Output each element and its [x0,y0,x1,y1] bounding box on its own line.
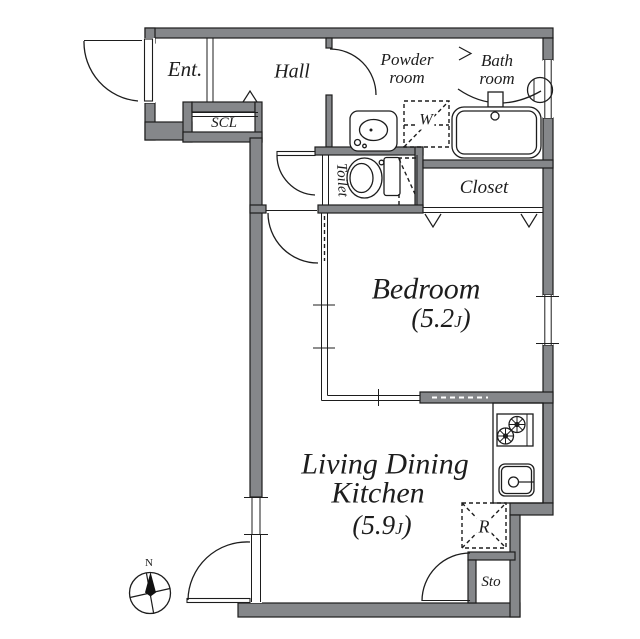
compass-icon [128,571,172,615]
stove-icon [496,413,534,447]
washbasin-icon [349,110,398,152]
bathtub-icon [451,88,542,159]
toilet-door-icon [276,150,316,196]
partitions [192,38,543,406]
ldk-label-line1: Living Dining [301,447,469,481]
toilet-icon [346,156,401,199]
terrace-door-icon [186,541,251,604]
refrigerator-label: R [476,516,492,537]
shoe-closet-label: SCL [211,115,237,132]
powder-room-door-icon [329,48,377,96]
toilet-label: Toilet [333,162,351,198]
ldk-door-icon [266,210,326,264]
kitchen-sink-icon [498,463,535,497]
washer-space-label: W [417,111,435,130]
ldk-area: (5.9J) [352,509,412,540]
pipe-space-dashes [398,157,416,206]
bedroom-area: (5.2J) [411,302,471,333]
closet-label: Closet [459,177,509,199]
kitchen-counter [492,402,544,504]
compass-north-label: N [145,557,153,570]
storage-label: Sto [481,574,501,591]
doors [83,38,471,604]
ldk-label-line2: Kitchen [331,476,425,510]
shower-icon [526,76,554,104]
entrance-door-icon [83,38,154,102]
bedroom-label: Bedroom [371,272,481,306]
door-direction-marks [242,46,538,229]
entrance-label: Ent. [167,56,203,81]
hall-label: Hall [274,60,310,83]
storage-door-icon [421,552,471,602]
